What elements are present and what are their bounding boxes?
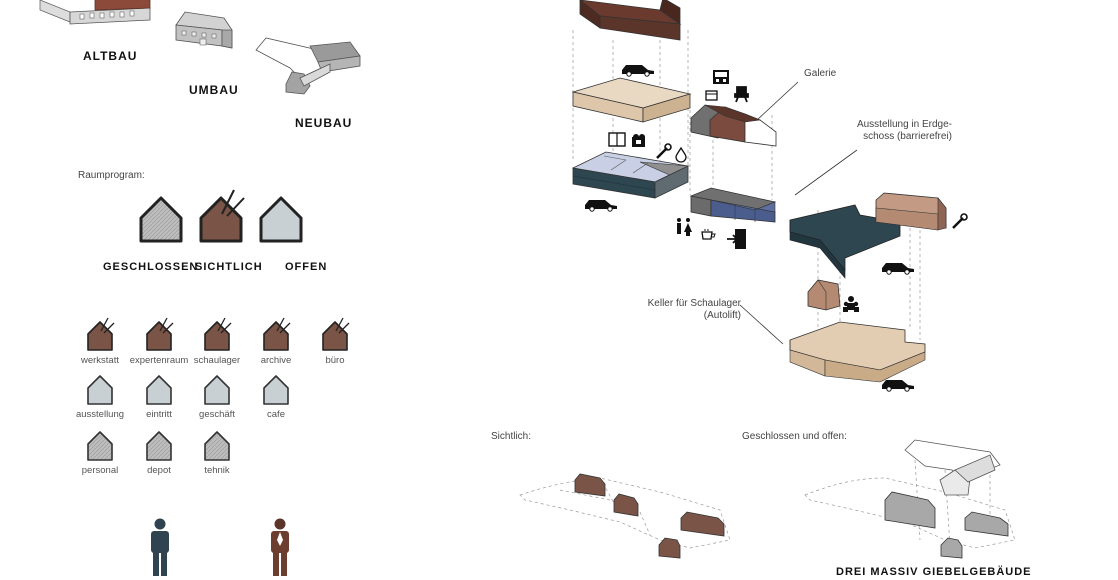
book-icon [608,132,626,147]
altbau-building [39,0,151,25]
car-icon [585,200,617,212]
caption-drei-massiv: DREI MASSIV GIEBELGEBÄUDE [836,566,1032,578]
beige-slab [571,77,692,123]
umbau-building [175,11,233,49]
shop-icon [713,70,729,84]
person-icon-staff [271,518,289,576]
room-label-geschaeft: geschäft [199,409,235,420]
room-label-tehnik: tehnik [204,465,230,476]
box-icon [705,90,718,101]
blue-floor-block [689,187,777,223]
room-icons-row3 [87,431,230,461]
chair-icon [734,86,749,103]
wrench-icon [656,143,672,159]
room-label-schaulager: schaulager [193,355,241,366]
room-label-cafe: cafe [267,409,285,420]
room-label-depot: depot [147,465,171,476]
label-geschlossen-offen: Geschlossen und offen: [742,431,847,442]
room-icons-row1 [87,321,348,351]
annotation-galerie: Galerie [804,68,837,79]
car-icon [882,380,914,392]
car-icon [622,65,654,77]
toilet-icon [677,218,692,236]
raumprogram-title: Raumprogram: [78,170,145,181]
neubau-building [255,37,361,95]
keller-slab [789,321,926,383]
annotation-keller-line2: (Autolift) [703,310,741,321]
room-label-archive: archive [260,355,292,366]
annotation-ausstellung-line2: schoss (barrierefrei) [863,131,952,142]
room-icons-row2 [87,375,289,405]
room-label-werkstatt: werkstatt [80,355,119,366]
ausstellung-block [789,204,901,279]
house-icon-offen [259,196,303,243]
top-roof-block [579,0,682,41]
sichtlich-site-diagram [519,473,731,559]
drop-icon [675,146,687,163]
phase-label-altbau: ALTBAU [83,49,138,63]
phase-label-umbau: UMBAU [189,83,239,97]
car-icons [585,65,914,392]
galerie-block [690,104,777,147]
lift-house [807,279,841,311]
label-sichtlich: Sichtlich: [491,431,532,442]
ground-floor-block [571,151,690,199]
annotation-ausstellung-line1: Ausstellung in Erdge- [856,119,952,130]
house-icon-sichtlich [199,189,245,243]
house-icon-geschlossen [139,196,183,243]
type-label-sichtlich: SICHTLICH [195,261,263,273]
room-label-personal: personal [81,465,119,476]
car-icon [882,263,914,275]
room-label-ausstellung: ausstellung [75,409,125,420]
exit-icon [727,229,746,249]
person-icon-visitor [151,518,169,576]
exploded-axonometric [571,0,947,383]
camera-icon [632,134,645,147]
geschlossen-offen-site-diagram [804,439,1016,559]
room-label-buero: büro [325,355,345,366]
phase-label-neubau: NEUBAU [295,116,353,130]
room-label-eintritt: eintritt [146,409,172,420]
brown-block-right [875,192,947,231]
type-label-geschlossen: GESCHLOSSEN [103,261,199,273]
type-label-offen: OFFEN [285,261,328,273]
annotation-keller-line1: Keller für Schaulager [647,298,741,309]
people-icon [843,296,859,312]
room-label-expertenraum: expertenraum [129,355,189,366]
wrench-icon [952,213,968,229]
coffee-icon [701,229,716,240]
